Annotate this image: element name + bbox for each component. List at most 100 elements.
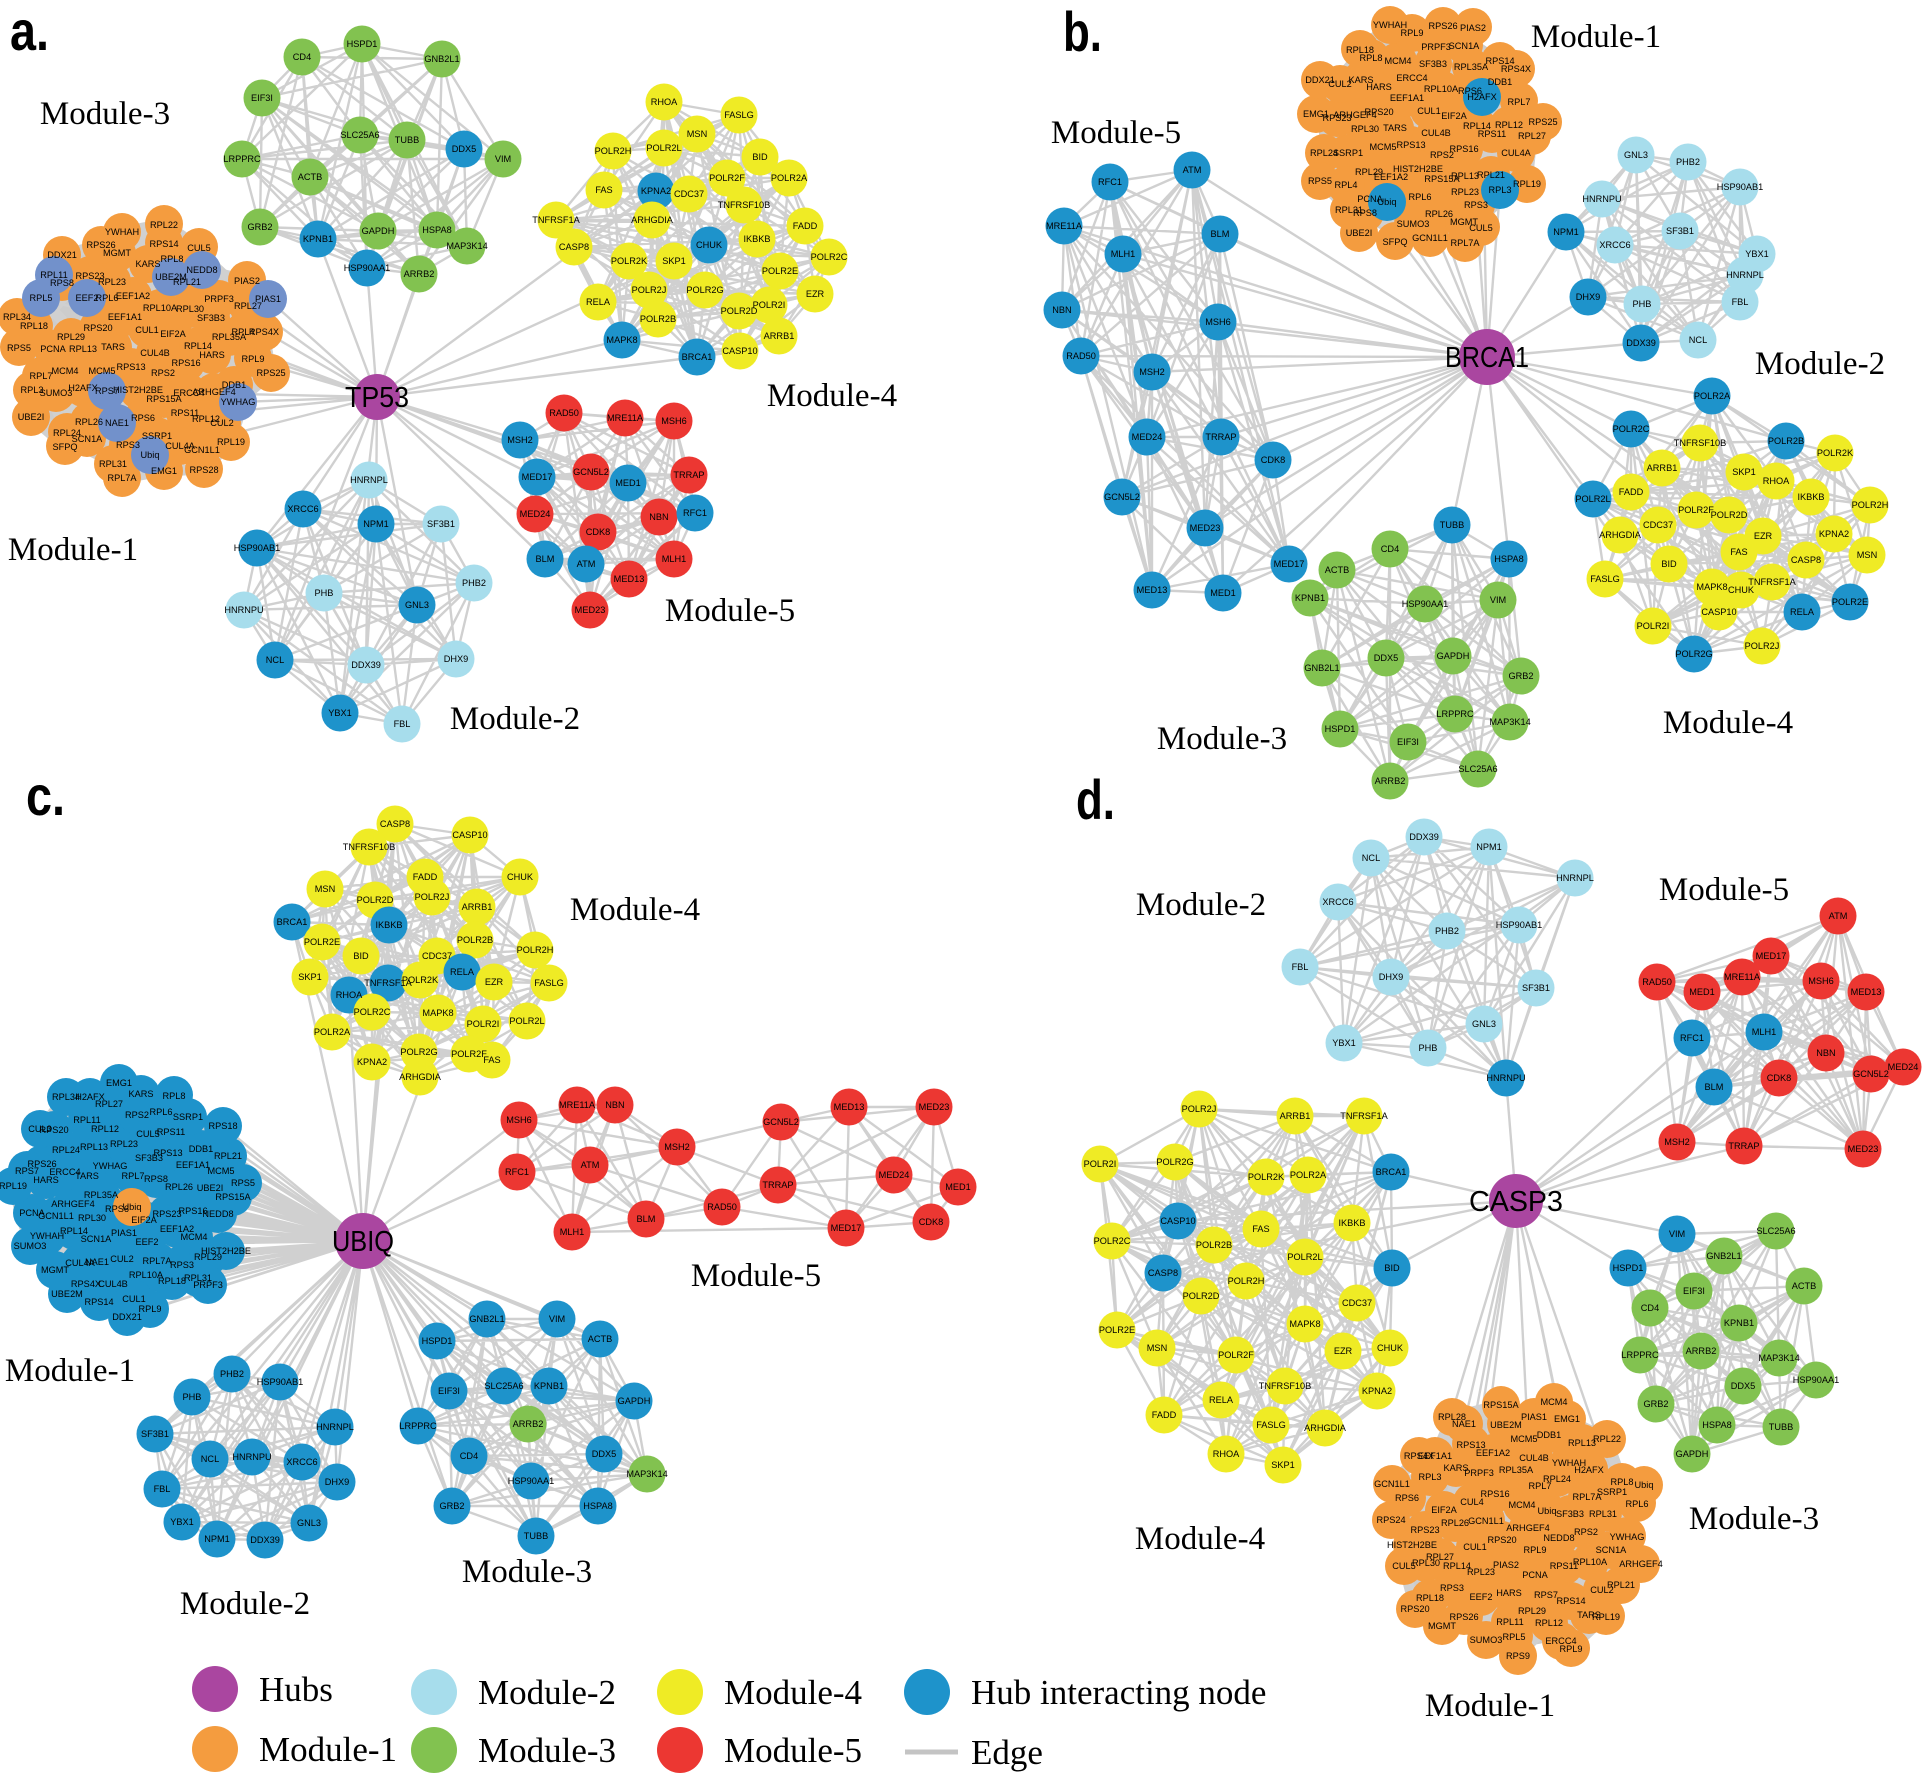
svg-text:ATM: ATM [1829, 911, 1848, 921]
svg-text:RPS5: RPS5 [7, 343, 31, 353]
svg-text:HARS: HARS [1366, 82, 1392, 92]
svg-text:XRCC6: XRCC6 [1599, 240, 1630, 250]
svg-text:RPL31: RPL31 [1589, 1509, 1617, 1519]
svg-text:TARS: TARS [1383, 123, 1407, 133]
svg-text:ARHGEF4: ARHGEF4 [1619, 1559, 1662, 1569]
svg-text:RPL35A: RPL35A [1454, 62, 1489, 72]
svg-text:MRE11A: MRE11A [1046, 221, 1083, 231]
svg-text:ARRB2: ARRB2 [513, 1419, 544, 1429]
svg-text:MED1: MED1 [615, 478, 641, 488]
svg-text:MSH6: MSH6 [1808, 976, 1834, 986]
svg-text:RPS20: RPS20 [39, 1125, 68, 1135]
svg-text:TARS: TARS [75, 1171, 99, 1181]
svg-text:POLR2D: POLR2D [721, 306, 758, 316]
svg-text:FADD: FADD [413, 872, 438, 882]
svg-text:CUL4B: CUL4B [1519, 1453, 1549, 1463]
svg-text:SSRP1: SSRP1 [1597, 1487, 1627, 1497]
svg-text:EIF2A: EIF2A [131, 1215, 157, 1225]
svg-text:RPS26: RPS26 [1449, 1612, 1478, 1622]
svg-text:MSN: MSN [1147, 1343, 1167, 1353]
svg-text:POLR2I: POLR2I [753, 300, 786, 310]
svg-text:RPS5: RPS5 [1308, 176, 1332, 186]
svg-text:IKBKB: IKBKB [743, 234, 770, 244]
svg-text:IKBKB: IKBKB [1338, 1218, 1365, 1228]
svg-text:NPM1: NPM1 [204, 1534, 230, 1544]
svg-text:NBN: NBN [649, 512, 668, 522]
svg-text:RPS7: RPS7 [15, 1166, 39, 1176]
svg-text:TARS: TARS [1577, 1610, 1601, 1620]
svg-text:FAS: FAS [1252, 1224, 1269, 1234]
svg-text:RFC1: RFC1 [1680, 1033, 1704, 1043]
svg-text:HSPA8: HSPA8 [1494, 554, 1523, 564]
svg-text:POLR2C: POLR2C [811, 252, 848, 262]
svg-text:MCM5: MCM5 [88, 366, 115, 376]
svg-text:DDX21: DDX21 [1305, 75, 1335, 85]
svg-text:RPS16: RPS16 [1449, 144, 1478, 154]
svg-text:RPL31: RPL31 [184, 1273, 212, 1283]
svg-text:POLR2J: POLR2J [415, 892, 450, 902]
svg-text:POLR2F: POLR2F [709, 173, 745, 183]
svg-text:CDC37: CDC37 [1342, 1298, 1372, 1308]
svg-text:MSH2: MSH2 [1139, 367, 1165, 377]
svg-text:MAP3K14: MAP3K14 [446, 241, 487, 251]
svg-text:Module-4: Module-4 [1135, 1521, 1265, 1557]
svg-text:RPL27: RPL27 [1518, 131, 1546, 141]
svg-text:CHUK: CHUK [1728, 585, 1755, 595]
svg-text:RPL4: RPL4 [232, 327, 255, 337]
svg-text:RPS6: RPS6 [105, 1204, 129, 1214]
svg-text:CUL4B: CUL4B [1421, 128, 1451, 138]
svg-text:RPL3: RPL3 [1419, 1472, 1442, 1482]
svg-text:MED23: MED23 [919, 1102, 950, 1112]
svg-text:FASLG: FASLG [1590, 574, 1620, 584]
svg-text:UBE2M: UBE2M [1490, 1420, 1522, 1430]
svg-text:RPL34: RPL34 [3, 312, 31, 322]
svg-text:RPS16: RPS16 [178, 1206, 207, 1216]
svg-text:RPL5: RPL5 [30, 293, 53, 303]
svg-text:RPL14: RPL14 [1443, 1561, 1471, 1571]
svg-text:Module-2: Module-2 [1136, 887, 1266, 923]
svg-text:FADD: FADD [1152, 1410, 1177, 1420]
svg-text:BRCA1: BRCA1 [277, 917, 308, 927]
svg-text:RPS20: RPS20 [83, 323, 112, 333]
svg-text:MGMT: MGMT [1450, 217, 1478, 227]
svg-text:RPL24: RPL24 [1543, 1474, 1571, 1484]
svg-text:RPL6: RPL6 [1409, 192, 1432, 202]
svg-text:H2AFX: H2AFX [75, 1092, 105, 1102]
svg-text:ATM: ATM [1183, 165, 1202, 175]
svg-text:NBN: NBN [1816, 1048, 1835, 1058]
svg-text:Module-4: Module-4 [570, 892, 700, 928]
svg-text:CASP8: CASP8 [1148, 1268, 1178, 1278]
svg-text:GNB2L1: GNB2L1 [1304, 663, 1339, 673]
svg-text:RPL30: RPL30 [176, 304, 204, 314]
svg-text:EEF2: EEF2 [76, 293, 99, 303]
svg-text:RPS24: RPS24 [1376, 1515, 1405, 1525]
svg-text:NPM1: NPM1 [1553, 227, 1579, 237]
svg-text:DHX9: DHX9 [1379, 972, 1404, 982]
svg-text:HNRNPL: HNRNPL [316, 1422, 354, 1432]
svg-text:Module-1: Module-1 [1531, 19, 1661, 55]
svg-text:SKP1: SKP1 [298, 972, 322, 982]
svg-text:RPL10A: RPL10A [1424, 84, 1459, 94]
svg-text:b.: b. [1063, 0, 1102, 63]
svg-text:Module-1: Module-1 [8, 532, 138, 568]
svg-text:KPNB1: KPNB1 [534, 1381, 564, 1391]
svg-text:CUL5: CUL5 [187, 243, 211, 253]
svg-text:ARRB2: ARRB2 [1686, 1346, 1717, 1356]
svg-text:MED1: MED1 [945, 1182, 971, 1192]
svg-text:PIAS2: PIAS2 [1493, 1560, 1519, 1570]
svg-text:RPL9: RPL9 [1524, 1545, 1547, 1555]
svg-text:DDX5: DDX5 [592, 1449, 617, 1459]
svg-text:Module-2: Module-2 [180, 1586, 310, 1622]
svg-text:RPL12: RPL12 [91, 1124, 119, 1134]
svg-text:POLR2G: POLR2G [686, 285, 723, 295]
svg-text:RPS3: RPS3 [1464, 200, 1488, 210]
svg-text:KPNB1: KPNB1 [1295, 593, 1325, 603]
svg-text:RPL35A: RPL35A [84, 1190, 119, 1200]
svg-text:HNRNPU: HNRNPU [1582, 194, 1621, 204]
svg-text:EIF2A: EIF2A [1441, 111, 1467, 121]
svg-text:RPL4: RPL4 [1335, 180, 1358, 190]
svg-text:PRPF3: PRPF3 [1464, 1468, 1494, 1478]
svg-text:BID: BID [1661, 559, 1677, 569]
svg-text:PCNA: PCNA [1357, 194, 1383, 204]
svg-text:YBX1: YBX1 [170, 1517, 194, 1527]
